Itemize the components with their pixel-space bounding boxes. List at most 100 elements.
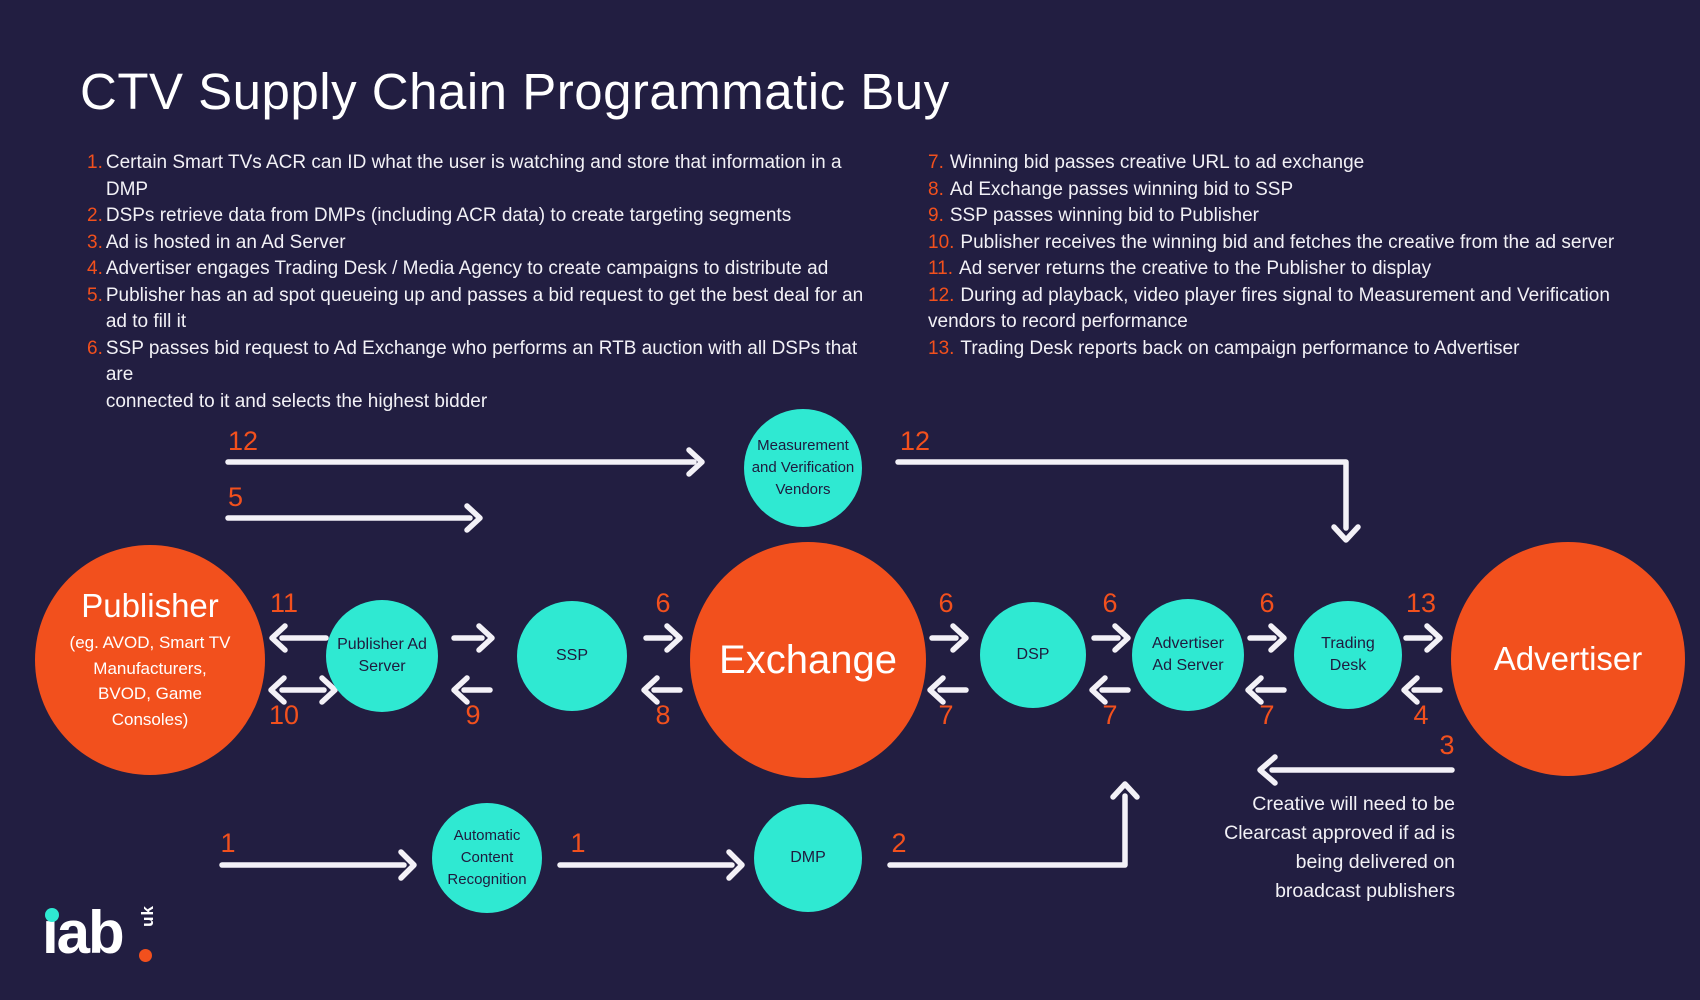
flow-number-13: 13 bbox=[1405, 588, 1437, 618]
flow-number-6-td: 6 bbox=[1259, 588, 1275, 618]
step-item-13: 13.Trading Desk reports back on campaign… bbox=[928, 336, 1658, 363]
step-item-12: 12.During ad playback, video player fire… bbox=[928, 283, 1658, 336]
node-acr: Automatic Content Recognition bbox=[432, 803, 542, 913]
arrow-7-dsp-to-exchange bbox=[927, 675, 969, 705]
step-text: Ad server returns the creative to the Pu… bbox=[959, 258, 1432, 279]
arrow-3-advertiser-clearcast bbox=[1257, 754, 1455, 786]
arrow-12-to-measurement-vendors bbox=[225, 447, 705, 477]
arrow-9-ssp-to-publisher-adserver bbox=[451, 675, 493, 705]
node-dsp: DSP bbox=[980, 602, 1086, 708]
flow-number-6-dsp: 6 bbox=[938, 588, 954, 618]
step-item-2: 2.DSPs retrieve data from DMPs (includin… bbox=[87, 203, 877, 230]
arrow-8-exchange-to-ssp bbox=[641, 675, 683, 705]
page-title: CTV Supply Chain Programmatic Buy bbox=[80, 63, 950, 120]
step-item-11: 11.Ad server returns the creative to the… bbox=[928, 256, 1658, 283]
arrow-publisher-adserver-to-ssp bbox=[451, 623, 495, 653]
node-advertiser: Advertiser bbox=[1451, 542, 1685, 776]
node-advertiser-ad-server-label: Advertiser Ad Server bbox=[1151, 634, 1225, 674]
flow-number-10: 10 bbox=[268, 700, 300, 730]
step-number: 13. bbox=[928, 337, 955, 359]
node-trading-desk-label: Trading Desk bbox=[1321, 634, 1375, 674]
steps-list-left: 1.Certain Smart TVs ACR can ID what the … bbox=[87, 150, 877, 415]
node-dmp: DMP bbox=[754, 804, 862, 912]
arrow-6-advertiser-adserver-to-trading-desk bbox=[1247, 623, 1287, 653]
step-item-8: 8.Ad Exchange passes winning bid to SSP bbox=[928, 177, 1658, 204]
step-item-3: 3.Ad is hosted in an Ad Server bbox=[87, 230, 877, 257]
node-ssp: SSP bbox=[517, 601, 627, 711]
step-text: SSP passes winning bid to Publisher bbox=[949, 205, 1259, 226]
step-number: 2. bbox=[87, 205, 103, 226]
node-trading-desk: Trading Desk bbox=[1294, 601, 1402, 709]
arrow-13-trading-desk-to-advertiser bbox=[1403, 623, 1443, 653]
step-item-1: 1.Certain Smart TVs ACR can ID what the … bbox=[87, 150, 877, 203]
step-number: 9. bbox=[928, 205, 944, 226]
node-publisher: Publisher (eg. AVOD, Smart TV Manufactur… bbox=[35, 545, 265, 775]
iab-logo-period-dot bbox=[139, 949, 152, 962]
arrow-1-acr-to-dmp bbox=[557, 849, 745, 881]
step-item-10: 10.Publisher receives the winning bid an… bbox=[928, 230, 1658, 257]
arrow-7-advertiser-adserver-to-dsp bbox=[1089, 675, 1131, 705]
step-number: 3. bbox=[87, 231, 103, 253]
step-item-4: 4.Advertiser engages Trading Desk / Medi… bbox=[87, 256, 877, 283]
flow-number-1-left: 1 bbox=[220, 828, 236, 858]
arrow-11-adserver-to-publisher bbox=[269, 623, 329, 653]
node-advertiser-label: Advertiser bbox=[1493, 639, 1643, 677]
step-text: Publisher has an ad spot queueing up and… bbox=[105, 284, 864, 333]
flow-number-11: 11 bbox=[269, 588, 299, 618]
step-number: 11. bbox=[928, 258, 954, 279]
step-number: 5. bbox=[87, 284, 103, 306]
arrow-7-trading-desk-to-advertiser-adserver bbox=[1245, 675, 1287, 705]
flow-number-6-ssp: 6 bbox=[655, 588, 671, 618]
steps-list-right: 7.Winning bid passes creative URL to ad … bbox=[928, 150, 1658, 362]
flow-number-6-aas: 6 bbox=[1102, 588, 1118, 618]
step-number: 8. bbox=[928, 178, 944, 200]
flow-number-4: 4 bbox=[1413, 700, 1429, 730]
step-item-9: 9.SSP passes winning bid to Publisher bbox=[928, 203, 1658, 230]
flow-number-7-dsp: 7 bbox=[938, 700, 954, 730]
arrow-1-to-acr bbox=[219, 849, 417, 881]
node-publisher-ad-server-label: Publisher Ad Server bbox=[337, 635, 427, 675]
node-exchange: Exchange bbox=[690, 542, 926, 778]
flow-number-12-left: 12 bbox=[228, 426, 259, 456]
step-number: 6. bbox=[87, 337, 103, 359]
arrow-6-exchange-to-dsp bbox=[929, 623, 969, 653]
arrow-2-dmp-to-advertiser-adserver bbox=[887, 781, 1140, 868]
flow-number-1-mid: 1 bbox=[570, 828, 586, 858]
step-text: Certain Smart TVs ACR can ID what the us… bbox=[105, 152, 842, 200]
node-acr-label: Automatic Content Recognition bbox=[447, 827, 527, 888]
iab-logo-i-dot bbox=[45, 908, 59, 922]
flow-number-9: 9 bbox=[465, 700, 481, 730]
arrow-4-advertiser-to-trading-desk bbox=[1401, 675, 1443, 705]
step-item-5: 5.Publisher has an ad spot queueing up a… bbox=[87, 283, 877, 336]
node-publisher-ad-server: Publisher Ad Server bbox=[326, 600, 438, 712]
flow-number-8: 8 bbox=[655, 700, 671, 730]
step-text: Ad Exchange passes winning bid to SSP bbox=[949, 178, 1294, 200]
node-publisher-label: Publisher bbox=[81, 586, 219, 624]
flow-number-3: 3 bbox=[1439, 730, 1455, 760]
step-text: Trading Desk reports back on campaign pe… bbox=[960, 337, 1520, 359]
arrow-12-to-trading-desk bbox=[895, 459, 1361, 543]
step-number: 10. bbox=[928, 231, 955, 253]
node-exchange-label: Exchange bbox=[719, 637, 897, 682]
iab-uk-logo: ıab uk bbox=[42, 903, 202, 978]
step-text: SSP passes bid request to Ad Exchange wh… bbox=[105, 337, 858, 412]
step-item-6: 6.SSP passes bid request to Ad Exchange … bbox=[87, 336, 877, 416]
step-text: Winning bid passes creative URL to ad ex… bbox=[949, 152, 1365, 173]
flow-number-7-aas: 7 bbox=[1102, 700, 1118, 730]
step-number: 4. bbox=[87, 258, 103, 279]
node-ssp-label: SSP bbox=[555, 646, 588, 664]
clearcast-annotation: Creative will need to be Clearcast appro… bbox=[1224, 793, 1455, 902]
step-number: 7. bbox=[928, 152, 944, 173]
step-text: During ad playback, video player fires s… bbox=[928, 284, 1610, 333]
step-text: Ad is hosted in an Ad Server bbox=[105, 231, 346, 253]
arrow-6-dsp-to-advertiser-adserver bbox=[1091, 623, 1131, 653]
node-measurement-vendors: Measurement and Verification Vendors bbox=[744, 409, 862, 527]
node-measurement-vendors-label: Measurement and Verification Vendors bbox=[751, 437, 855, 498]
arrow-10-publisher-adserver-both bbox=[268, 675, 338, 705]
flow-number-12-right: 12 bbox=[900, 426, 931, 456]
node-dmp-label: DMP bbox=[790, 848, 826, 866]
step-number: 12. bbox=[928, 284, 955, 306]
arrow-5-publisher-bid-request bbox=[225, 503, 483, 533]
arrow-6-ssp-to-exchange bbox=[643, 623, 683, 653]
